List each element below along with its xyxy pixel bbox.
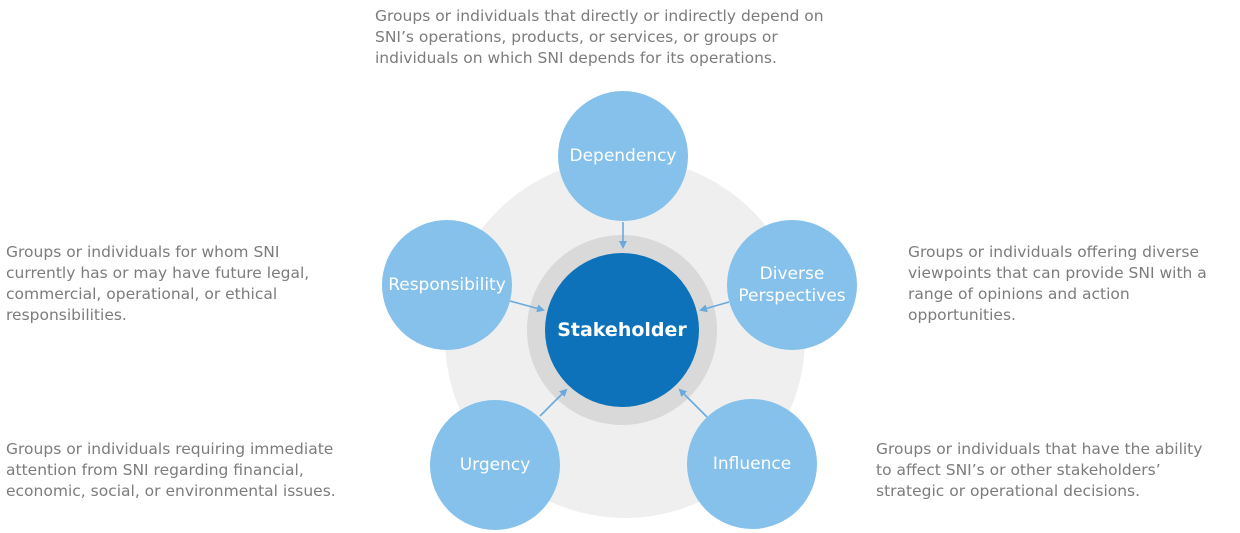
influence-label: Influence xyxy=(712,454,792,474)
influence-circle: Influence xyxy=(687,399,817,529)
dependency-circle: Dependency xyxy=(558,91,688,221)
responsibility-description: Groups or individuals for whom SNI curre… xyxy=(6,243,310,324)
responsibility-label: Responsibility xyxy=(388,275,506,295)
influence-description: Groups or individuals that have the abil… xyxy=(876,440,1203,500)
urgency-circle: Urgency xyxy=(430,400,560,530)
urgency-label: Urgency xyxy=(459,455,531,475)
stakeholder-circle: Stakeholder xyxy=(545,253,699,407)
responsibility-circle: Responsibility xyxy=(382,220,512,350)
stakeholder-label: Stakeholder xyxy=(557,319,687,341)
urgency-description: Groups or individuals requiring immediat… xyxy=(6,440,336,500)
dependency-description: Groups or individuals that directly or i… xyxy=(375,7,824,67)
diverse-perspectives-label: Diverse Perspectives xyxy=(738,264,846,306)
dependency-label: Dependency xyxy=(569,146,677,166)
diverse-perspectives-description: Groups or individuals offering diverse v… xyxy=(908,243,1207,324)
diverse-perspectives-circle: Diverse Perspectives xyxy=(727,220,857,350)
